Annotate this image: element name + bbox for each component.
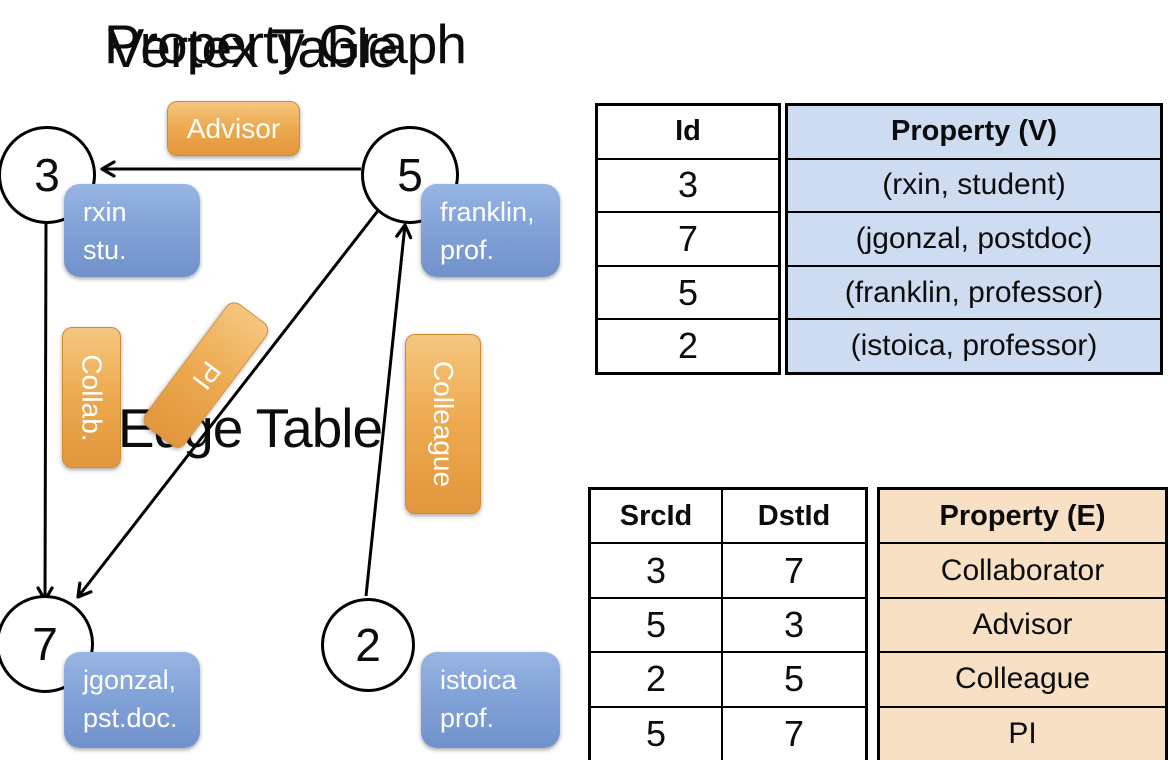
edge-label-advisor: Advisor <box>167 101 300 156</box>
vertex-property-box-2: istoica prof. <box>421 652 560 748</box>
edge-label-collaborator-text: Collab. <box>76 353 108 442</box>
table-row: 3 <box>598 157 778 212</box>
vertex-table-property-column: Property (V) (rxin, student) (jgonzal, p… <box>785 103 1163 375</box>
vertex-id-cell: 5 <box>677 271 699 313</box>
edge-src-cell: 3 <box>645 549 667 591</box>
edge-5-to-7 <box>76 207 382 599</box>
vertex-table-title: Vertex Table <box>107 17 399 79</box>
vertex-table-id-header-row: Id <box>598 106 778 158</box>
edge-label-advisor-text: Advisor <box>186 112 281 144</box>
table-row: 5 <box>598 264 778 319</box>
edge-src-cell: 2 <box>645 658 667 700</box>
vertex-property-box-5-line2: prof. <box>440 235 495 266</box>
edge-property-cell: PI <box>1008 716 1037 750</box>
vertex-table-id-header: Id <box>675 115 701 148</box>
vertex-property-cell: (jgonzal, postdoc) <box>855 221 1093 255</box>
vertex-property-cell: (rxin, student) <box>882 168 1066 202</box>
edge-label-collaborator: Collab. <box>62 327 121 468</box>
vertex-property-box-7-line1: jgonzal, <box>83 665 177 695</box>
vertex-property-box-2-line1: istoica <box>440 665 517 695</box>
edge-3-to-7 <box>36 217 54 602</box>
graph-edges <box>36 160 413 602</box>
vertex-property-cell: (franklin, professor) <box>844 275 1104 309</box>
vertex-node-2-id: 2 <box>355 619 381 671</box>
table-row: 3 7 <box>591 542 865 597</box>
edge-property-cell: Colleague <box>954 662 1091 696</box>
property-graph-title: Property Graph <box>103 13 467 75</box>
table-row: Collaborator <box>880 542 1165 597</box>
table-row: (jgonzal, postdoc) <box>788 211 1160 265</box>
vertex-property-box-2-line2: prof. <box>440 703 495 734</box>
vertex-property-cell: (istoica, professor) <box>850 329 1098 363</box>
edge-label-pi-text: PI <box>186 355 227 396</box>
table-row: 7 <box>598 211 778 265</box>
edge-table-id-columns: SrcId DstId 3 7 5 3 2 5 5 7 <box>588 487 868 760</box>
edge-dst-cell: 7 <box>721 544 865 597</box>
vertex-property-box-5: franklin, prof. <box>421 184 560 277</box>
vertex-property-box-7-line2: pst.doc. <box>83 703 178 734</box>
vertex-property-box-3-line1: rxin <box>83 197 127 227</box>
edge-table-dst-header: DstId <box>721 490 865 543</box>
vertex-property-box-3-line2: stu. <box>83 235 127 266</box>
table-row: (franklin, professor) <box>788 264 1160 319</box>
edge-property-cell: Advisor <box>972 608 1073 642</box>
edge-table-src-header: SrcId <box>619 499 693 532</box>
vertex-node-7-id: 7 <box>32 618 58 670</box>
table-row: 5 3 <box>591 596 865 652</box>
table-row: 2 <box>598 318 778 372</box>
edge-dst-cell: 7 <box>721 707 865 760</box>
table-row: Advisor <box>880 596 1165 652</box>
edge-dst-cell: 5 <box>721 653 865 706</box>
vertex-node-3: 3 <box>0 126 96 224</box>
table-row: 2 5 <box>591 651 865 706</box>
vertex-node-3-id: 3 <box>34 149 60 201</box>
vertex-property-box-5-line1: franklin, <box>440 197 535 227</box>
vertex-property-box-3: rxin stu. <box>64 184 200 277</box>
vertex-id-cell: 3 <box>677 164 699 206</box>
edge-table-property-header: Property (E) <box>939 499 1106 532</box>
table-row: 5 7 <box>591 705 865 760</box>
vertex-table-property-header: Property (V) <box>891 115 1057 148</box>
vertex-table-id-column: Id 3 7 5 2 <box>595 103 781 375</box>
table-row: (istoica, professor) <box>788 318 1160 372</box>
vertex-node-5-id: 5 <box>397 149 423 201</box>
vertex-property-box-7: jgonzal, pst.doc. <box>64 652 200 748</box>
edge-src-cell: 5 <box>645 604 667 646</box>
edge-label-colleague-text: Colleague <box>428 360 460 488</box>
vertex-id-cell: 2 <box>677 325 699 367</box>
edge-src-cell: 5 <box>645 712 667 754</box>
edge-2-to-5 <box>364 223 413 597</box>
table-row: (rxin, student) <box>788 157 1160 212</box>
edge-table-property-column: Property (E) Collaborator Advisor Collea… <box>877 487 1168 760</box>
vertex-id-cell: 7 <box>677 217 699 259</box>
table-row: PI <box>880 705 1165 760</box>
edge-dst-cell: 3 <box>721 598 865 652</box>
edge-label-colleague: Colleague <box>405 334 481 514</box>
edge-property-cell: Collaborator <box>940 553 1105 587</box>
vertex-table-property-header-row: Property (V) <box>788 106 1160 158</box>
vertex-node-2: 2 <box>321 598 415 692</box>
edge-table-id-header-row: SrcId DstId <box>591 490 865 543</box>
edge-table-property-header-row: Property (E) <box>880 490 1165 543</box>
table-row: Colleague <box>880 651 1165 706</box>
